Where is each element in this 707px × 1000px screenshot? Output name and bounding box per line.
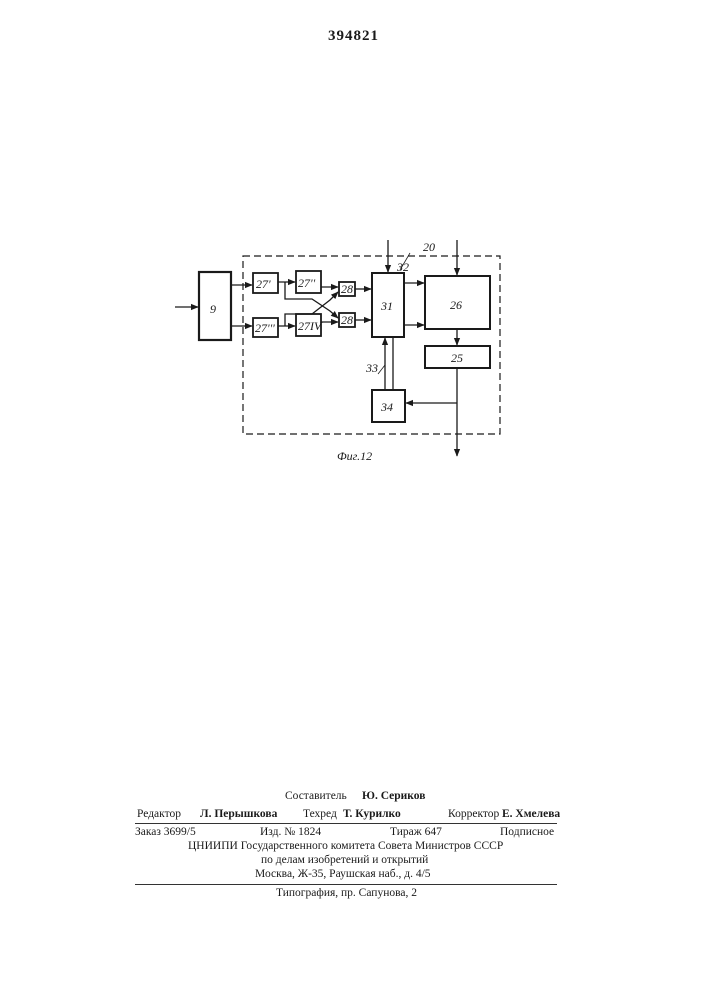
techred-name: Т. Курилко <box>343 808 401 820</box>
printing-house: Типография, пр. Сапунова, 2 <box>276 887 417 899</box>
organization-line-2: по делам изобретений и открытий <box>261 854 428 866</box>
divider-bottom <box>135 884 557 885</box>
order-number: Заказ 3699/5 <box>135 826 196 838</box>
circulation: Тираж 647 <box>390 826 442 838</box>
subscription-note: Подписное <box>500 826 554 838</box>
corrector-name: Е. Хмелева <box>502 808 560 820</box>
editor-label: Редактор <box>137 808 181 820</box>
compiler-label: Составитель <box>285 790 347 802</box>
techred-label: Техред <box>303 808 337 820</box>
divider-top <box>135 823 557 824</box>
organization-line-1: ЦНИИПИ Государственного комитета Совета … <box>188 840 503 852</box>
compiler-name: Ю. Сериков <box>362 790 425 802</box>
organization-address: Москва, Ж-35, Раушская наб., д. 4/5 <box>255 868 431 880</box>
edition-number: Изд. № 1824 <box>260 826 321 838</box>
corrector-label: Корректор <box>448 808 499 820</box>
editor-name: Л. Перышкова <box>200 808 277 820</box>
